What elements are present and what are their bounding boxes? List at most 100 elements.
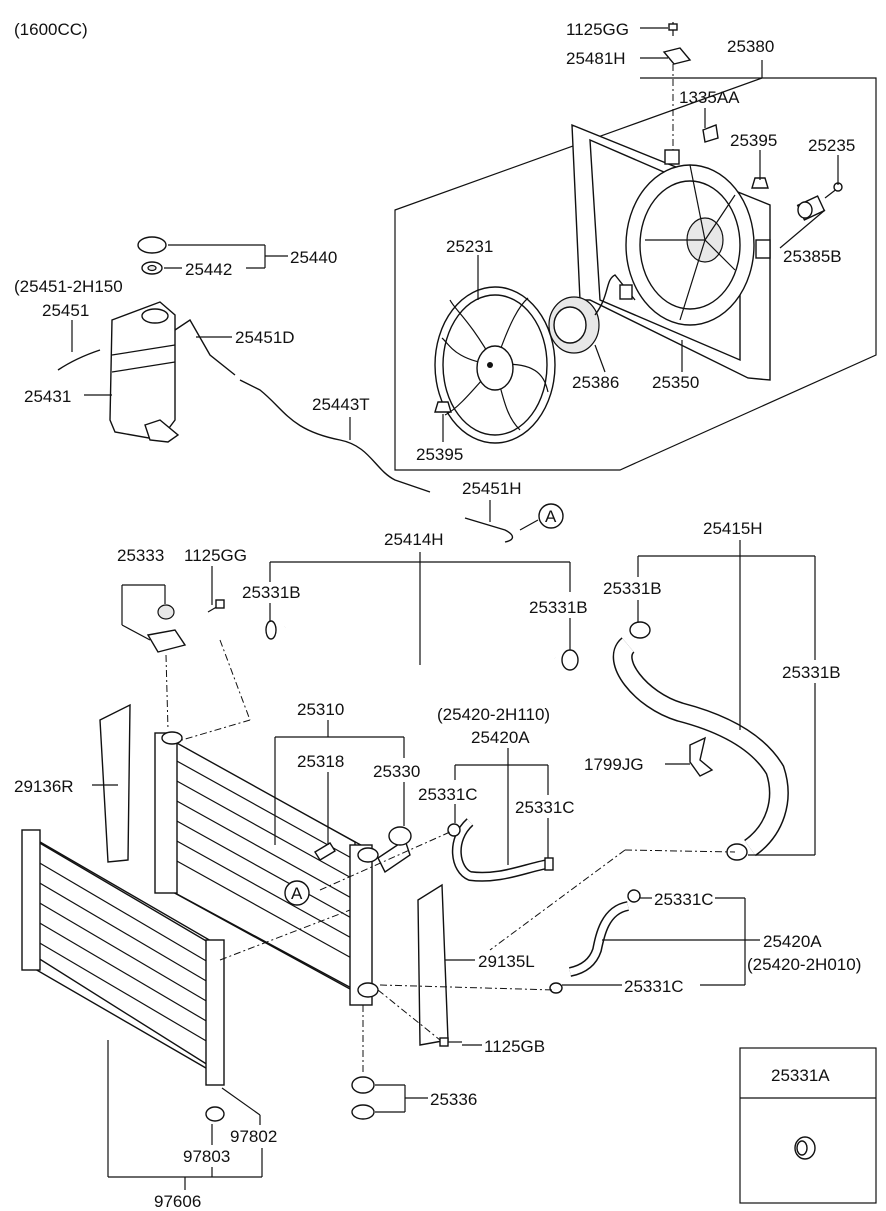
mount-bracket-25333 — [146, 629, 187, 653]
label-1125GB: 1125GB — [484, 1037, 545, 1056]
label-25420-alt-top: (25420-2H110) — [437, 705, 550, 724]
reservoir-neck — [141, 308, 169, 324]
label-inset-25331A: 25331A — [771, 1066, 830, 1085]
label-25386: 25386 — [572, 373, 619, 392]
air-guard-29135L — [417, 883, 449, 1046]
label-25235: 25235 — [808, 136, 855, 155]
label-25451H: 25451H — [462, 479, 522, 498]
hose-25420A-upper — [447, 818, 554, 882]
label-97803: 97803 — [183, 1147, 230, 1166]
label-1125GG-mid: 1125GG — [184, 546, 247, 565]
label-25420A-bottom: 25420A — [763, 932, 822, 951]
label-25331C-a: 25331C — [418, 785, 478, 804]
reservoir-group — [57, 236, 514, 543]
air-guard-29136R — [99, 703, 131, 863]
label-25451: 25451 — [42, 301, 89, 320]
clip-1799JG — [689, 736, 714, 777]
label-25420-alt-bottom: (25420-2H010) — [747, 955, 861, 974]
label-97606: 97606 — [154, 1192, 201, 1211]
radiator-fins — [174, 759, 356, 961]
ref-circle-A-mid — [284, 880, 310, 906]
label-25331B-right-top: 25331B — [603, 579, 662, 598]
label-25331B-left: 25331B — [242, 583, 301, 602]
label-25318: 25318 — [297, 752, 344, 771]
radiator-25310 — [154, 731, 412, 1006]
fan-assembly-group — [394, 22, 877, 471]
label-ref-A-mid: A — [291, 884, 303, 903]
bolt-1125GG-top — [668, 22, 678, 36]
label-25336: 25336 — [430, 1090, 477, 1109]
reservoir-hose-25451 — [57, 349, 101, 371]
label-ref-A-top: A — [545, 507, 557, 526]
label-25331C-d: 25331C — [624, 977, 684, 996]
label-25440: 25440 — [290, 248, 337, 267]
screw-25395-top — [751, 177, 769, 189]
clamp-25331C-a — [447, 823, 461, 837]
clamp-25331C-d — [549, 982, 563, 994]
label-25350: 25350 — [652, 373, 699, 392]
label-25380: 25380 — [727, 37, 774, 56]
ref-circle-A-top — [538, 503, 564, 529]
bushing-25336-top — [351, 1076, 375, 1094]
label-25231: 25231 — [446, 237, 493, 256]
variant-note: (1600CC) — [14, 20, 88, 39]
label-25415H: 25415H — [703, 519, 763, 538]
fan-blade-25231 — [434, 286, 556, 444]
label-97802: 97802 — [230, 1127, 277, 1146]
radiator-filler-neck — [377, 838, 411, 874]
clip-25481H — [662, 47, 692, 65]
label-1799JG: 1799JG — [584, 755, 644, 774]
hose-25420A-lower — [549, 889, 641, 994]
label-25451D: 25451D — [235, 328, 295, 347]
receiver-dryer-97802 — [205, 939, 225, 1086]
label-1335AA: 1335AA — [679, 88, 740, 107]
label-25330: 25330 — [373, 762, 420, 781]
hose-25451H — [464, 517, 514, 543]
leader-lines — [71, 27, 839, 1190]
inset-25331A — [739, 1047, 877, 1204]
clamp-25331C-c — [627, 889, 641, 903]
clamp-25331C-b — [544, 857, 554, 871]
drain-plug-25318 — [314, 842, 336, 861]
clamp-25331B-mid — [561, 649, 579, 671]
overflow-hose-25443T — [239, 379, 431, 493]
bolt-1125GG-mid — [207, 599, 225, 613]
label-29136R: 29136R — [14, 777, 74, 796]
label-25442: 25442 — [185, 260, 232, 279]
bolt-1125GB — [439, 1037, 462, 1047]
radiator-cap-25330 — [388, 826, 412, 846]
bolt-25235 — [824, 182, 843, 199]
label-29135L: 29135L — [478, 952, 535, 971]
label-25420A-top: 25420A — [471, 728, 530, 747]
label-25331B-mid: 25331B — [529, 598, 588, 617]
label-25395-top: 25395 — [730, 131, 777, 150]
label-25395-bottom: 25395 — [416, 445, 463, 464]
bushing-25336-bottom — [351, 1104, 375, 1120]
label-25331C-b: 25331C — [515, 798, 575, 817]
screw-25395-bottom — [434, 401, 452, 413]
label-25310: 25310 — [297, 700, 344, 719]
clamp-25331B-right — [726, 843, 748, 861]
fan-shroud-25350 — [571, 123, 771, 381]
label-25385B: 25385B — [783, 247, 842, 266]
cap-97803 — [205, 1106, 225, 1122]
label-25331B-right: 25331B — [782, 663, 841, 682]
clamp-25331B-left — [265, 620, 277, 640]
mount-25333 — [157, 604, 175, 620]
fan-motor-25386 — [548, 274, 636, 354]
lower-hose-25415H — [612, 621, 789, 861]
reservoir-bracket — [144, 419, 180, 443]
label-1125GG-top: 1125GG — [566, 20, 629, 39]
clip-1335AA — [702, 124, 719, 143]
upper-hose-25414H — [265, 618, 579, 687]
label-25333: 25333 — [117, 546, 164, 565]
label-25481H: 25481H — [566, 49, 626, 68]
label-25414H: 25414H — [384, 530, 444, 549]
connector-25385B — [796, 195, 826, 221]
condenser-97606 — [21, 829, 225, 1122]
label-25451-alt: (25451-2H150 — [14, 277, 123, 296]
hose-25451D — [174, 319, 236, 376]
label-25443T: 25443T — [312, 395, 370, 414]
label-25431: 25431 — [24, 387, 71, 406]
